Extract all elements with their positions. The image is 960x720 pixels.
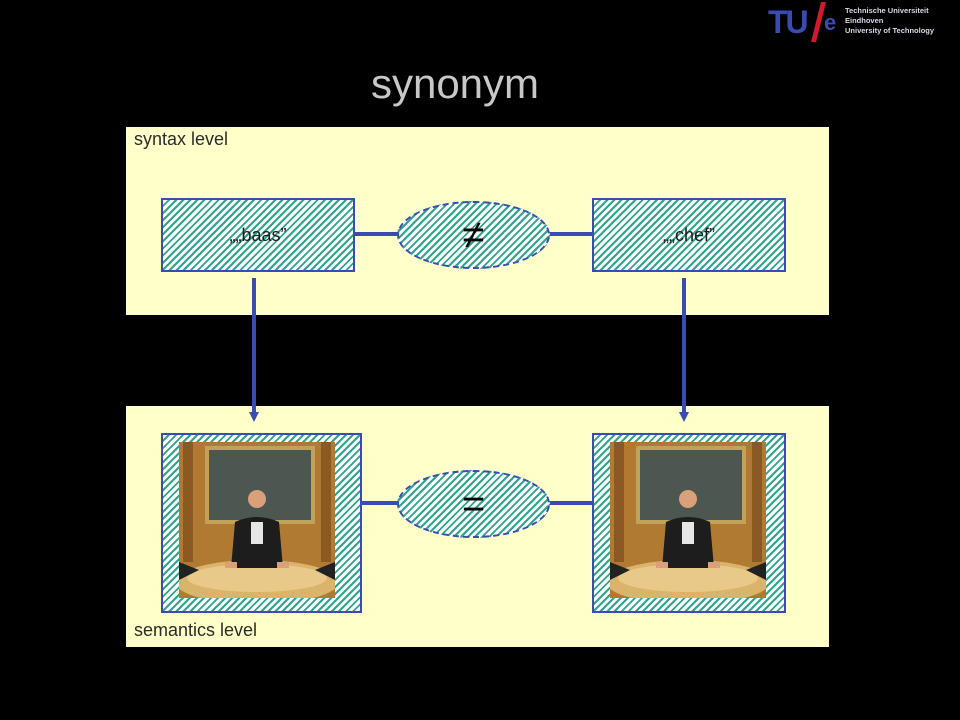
meaning-box-right	[592, 433, 786, 613]
logo-tu-mark: TU	[768, 4, 809, 40]
businessman-photo-right	[610, 442, 766, 598]
equal-symbol: =	[461, 482, 486, 526]
logo-line-2: Eindhoven	[845, 16, 884, 25]
word-box-baas: „„baas”	[161, 198, 355, 272]
word-baas: „„baas”	[229, 224, 287, 245]
logo-text: Technische Universiteit Eindhoven Univer…	[845, 6, 934, 36]
word-box-chef: „„chef”	[592, 198, 786, 272]
tue-logo: TU e Technische Universiteit Eindhoven U…	[768, 2, 944, 42]
slide-title: synonym	[370, 60, 540, 107]
word-chef: „„chef”	[662, 224, 715, 245]
meaning-box-left	[161, 433, 362, 613]
semantics-level-label: semantics level	[134, 620, 258, 640]
logo-line-1: Technische Universiteit	[845, 6, 929, 15]
not-equal-symbol: ≠	[462, 213, 485, 257]
syntax-level-label: syntax level	[134, 129, 229, 149]
not-equal-relation: ≠	[397, 201, 550, 269]
equal-relation: =	[397, 470, 550, 538]
businessman-photo-left	[179, 442, 335, 598]
logo-line-3: University of Technology	[845, 26, 935, 35]
logo-e-mark: e	[824, 10, 837, 35]
